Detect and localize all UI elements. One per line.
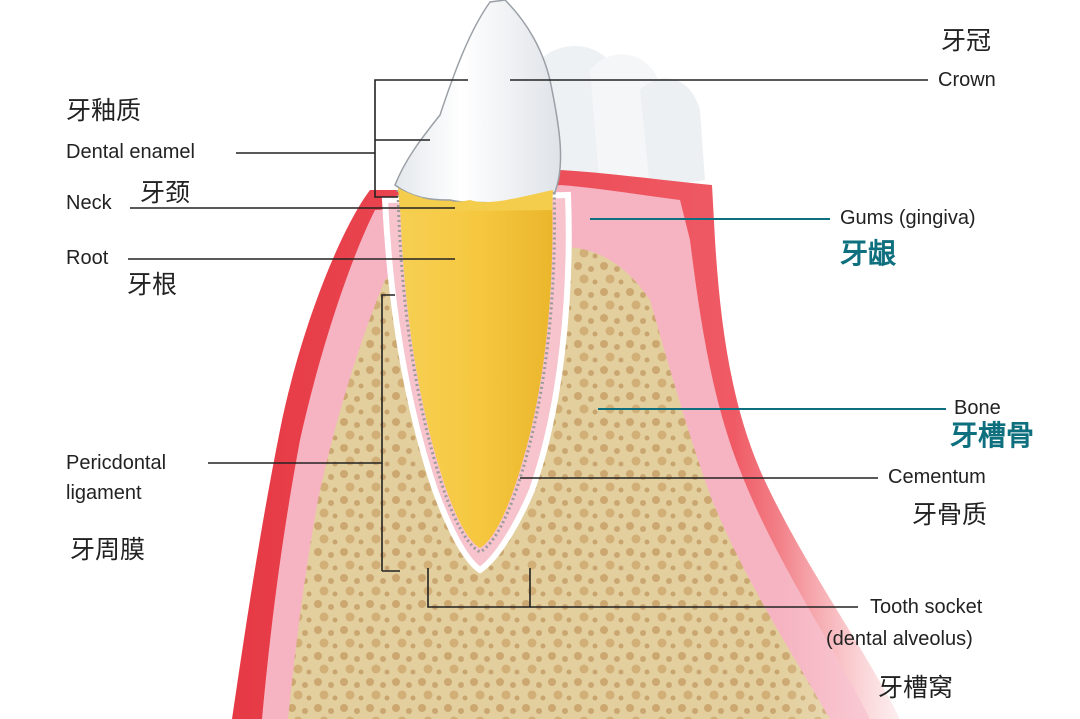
- root-label-en: Root: [66, 247, 109, 269]
- cementum-label-en: Cementum: [888, 466, 986, 488]
- crown-label-cn: 牙冠: [941, 26, 992, 55]
- gums-label-en: Gums (gingiva): [840, 207, 976, 229]
- socket-label-cn: 牙槽窝: [878, 673, 954, 702]
- root-label-cn: 牙根: [127, 270, 178, 299]
- neck-label-en: Neck: [66, 192, 112, 214]
- cementum-outline: [396, 184, 557, 554]
- periodontal-label-en-2: ligament: [66, 482, 142, 504]
- crown-label-en: Crown: [938, 69, 996, 91]
- cementum-label-cn: 牙骨质: [912, 500, 988, 529]
- gums-label-cn: 牙龈: [840, 237, 897, 270]
- socket-label-en-2: (dental alveolus): [826, 628, 973, 650]
- tooth-neck: [398, 188, 553, 212]
- tooth-root: [400, 190, 553, 548]
- enamel-label-cn: 牙釉质: [66, 96, 142, 125]
- bone-label-en: Bone: [954, 397, 1001, 419]
- neck-label-cn: 牙颈: [140, 178, 191, 207]
- back-teeth: [540, 46, 705, 190]
- socket-label-en-1: Tooth socket: [870, 596, 983, 618]
- periodontal-label-cn: 牙周膜: [70, 535, 146, 564]
- enamel-label-en: Dental enamel: [66, 141, 195, 163]
- leader-lines: [128, 79, 946, 608]
- bone-label-cn: 牙槽骨: [950, 419, 1035, 452]
- periodontal-label-en-1: Pericdontal: [66, 452, 167, 474]
- tooth-crown-enamel: [394, 0, 562, 206]
